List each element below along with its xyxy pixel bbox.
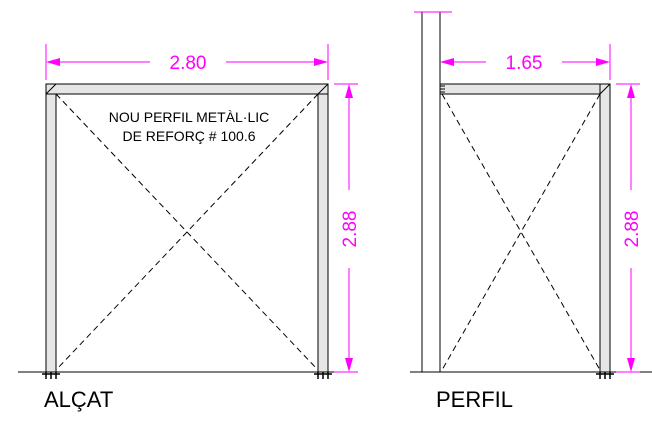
alcat-note-line1: NOU PERFIL METÀL·LIC [109,109,270,125]
perfil-post [599,83,611,373]
alcat-width-dim-text: 2.80 [170,53,207,74]
alcat-view: 2.80 2.88 NOU PERFIL METÀL·LIC DE REFORÇ… [18,44,361,412]
alcat-view-label: ALÇAT [44,387,113,412]
perfil-diagonal-2 [441,93,601,371]
perfil-top-beam [439,83,611,95]
alcat-height-dim-text: 2.88 [340,211,361,248]
perfil-height-dim-text: 2.88 [622,211,643,248]
alcat-base-right [314,372,332,379]
alcat-width-dimension [45,44,329,80]
alcat-corner-hatch-left [45,83,57,95]
perfil-wall-connection [440,85,445,93]
alcat-top-beam [45,83,329,95]
alcat-diagonal-2 [55,93,319,371]
perfil-existing-column [421,11,441,373]
perfil-corner-hatch [599,83,611,95]
alcat-height-dimension [334,83,358,373]
alcat-base-left [42,372,60,379]
perfil-width-dim-text: 1.65 [506,53,543,74]
alcat-left-post [45,83,57,373]
perfil-base [596,372,614,379]
perfil-height-dimension [616,83,640,373]
alcat-note-line2: DE REFORÇ # 100.6 [122,128,255,144]
perfil-diagonal-1 [441,93,601,371]
alcat-right-post [317,83,329,373]
perfil-width-dimension [440,44,611,80]
perfil-view: 1.65 2.88 PERFIL [410,11,652,412]
alcat-corner-hatch-right [317,83,329,95]
perfil-view-label: PERFIL [436,387,513,412]
